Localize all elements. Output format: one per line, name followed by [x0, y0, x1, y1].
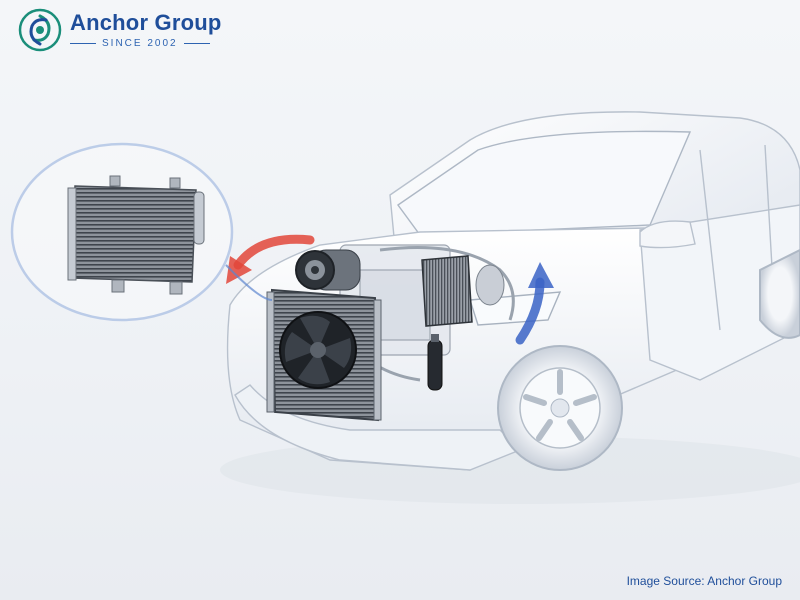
logo: Anchor Group SINCE 2002 [18, 8, 222, 52]
evaporator [421, 255, 473, 327]
brand-tagline-row: SINCE 2002 [70, 38, 222, 49]
cooling-fan [279, 311, 357, 389]
anchor-group-logo-icon [18, 8, 62, 52]
brand-name: Anchor Group [70, 10, 222, 35]
brand-text: Anchor Group SINCE 2002 [70, 11, 222, 49]
blower [475, 264, 505, 306]
rear-wheel [759, 248, 800, 339]
brand-tagline: SINCE 2002 [102, 38, 178, 49]
compressor [295, 249, 361, 291]
tagline-rule-left [70, 43, 96, 44]
hot-air-arrow [226, 234, 315, 284]
cold-air-arrow [515, 262, 554, 345]
image-source-caption: Image Source: Anchor Group [626, 574, 782, 588]
tagline-rule-right [183, 43, 210, 44]
front-wheel [497, 345, 623, 471]
condenser-closeup [67, 175, 205, 295]
receiver-drier [427, 334, 443, 391]
